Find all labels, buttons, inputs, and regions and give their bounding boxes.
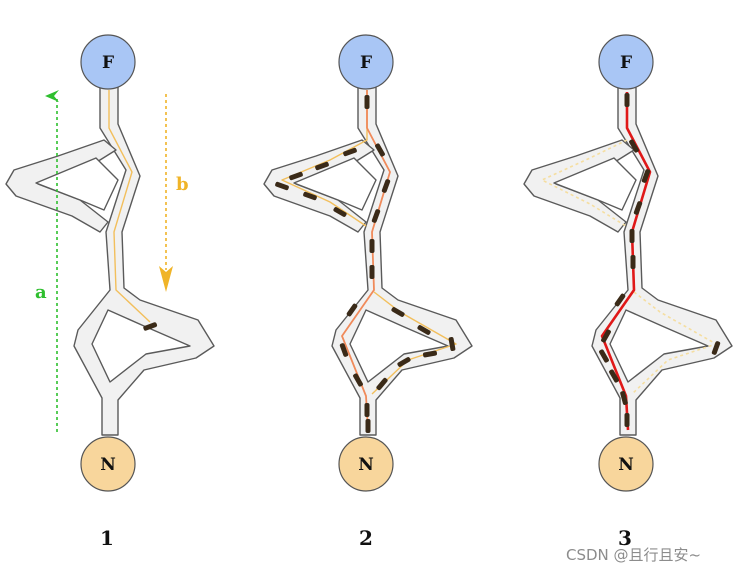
path-band xyxy=(591,85,733,436)
pheromone-trail xyxy=(108,90,151,323)
ant-group xyxy=(143,322,158,331)
arrow-b-label: b xyxy=(176,174,189,195)
ant xyxy=(289,171,303,181)
ant xyxy=(315,161,329,171)
ant xyxy=(376,377,388,391)
ant-group xyxy=(275,95,456,433)
ant xyxy=(275,181,289,191)
ant xyxy=(422,350,438,358)
ant xyxy=(369,265,375,279)
food-label: F xyxy=(360,53,372,73)
pheromone-trail xyxy=(371,291,457,395)
ant xyxy=(614,293,626,307)
ant-group xyxy=(599,93,721,427)
ant xyxy=(343,147,357,157)
ant xyxy=(630,255,636,269)
ant xyxy=(375,143,385,157)
ant xyxy=(397,357,411,367)
upper-hole xyxy=(35,157,119,211)
ant xyxy=(371,209,381,223)
ant xyxy=(629,139,639,153)
path-band xyxy=(331,85,473,436)
panel-label: 2 xyxy=(359,526,373,550)
ant xyxy=(353,373,363,387)
food-node xyxy=(598,34,654,90)
ant xyxy=(711,341,721,355)
food-label: F xyxy=(102,53,114,73)
ant xyxy=(633,201,643,215)
nest-label: N xyxy=(358,455,374,475)
arrow-b-head xyxy=(159,266,173,292)
pheromone-trail xyxy=(281,90,368,227)
ant xyxy=(599,349,609,363)
nest-node xyxy=(338,436,394,492)
ant xyxy=(624,93,630,107)
arrow-a-label: a xyxy=(35,282,47,303)
ant xyxy=(624,413,630,427)
ant xyxy=(369,239,375,253)
ant xyxy=(143,322,158,331)
ant xyxy=(339,343,349,357)
upper-hole xyxy=(293,157,377,211)
lower-hole xyxy=(91,309,191,383)
ant xyxy=(364,95,370,109)
panel-3: F N 3 xyxy=(523,34,733,550)
ant xyxy=(364,403,370,417)
panel-label: 1 xyxy=(100,526,114,550)
path-band xyxy=(73,85,215,436)
ant xyxy=(629,229,635,243)
ant xyxy=(641,169,651,183)
panel-1: a b F N 1 xyxy=(5,34,215,550)
ant xyxy=(448,336,456,352)
lower-hole xyxy=(609,309,709,383)
ant xyxy=(609,369,619,383)
ant xyxy=(620,391,628,405)
ant xyxy=(391,307,405,317)
nest-node xyxy=(80,436,136,492)
ant xyxy=(365,419,371,433)
food-node xyxy=(338,34,394,90)
upper-hole xyxy=(553,157,637,211)
ant xyxy=(417,325,431,335)
watermark: CSDN @且行且安~ xyxy=(566,546,702,564)
pheromone-trail xyxy=(341,90,391,431)
food-node xyxy=(80,34,136,90)
ant xyxy=(333,207,347,217)
ant xyxy=(346,303,358,317)
food-label: F xyxy=(620,53,632,73)
ant xyxy=(381,179,391,193)
panel-label: 3 xyxy=(618,526,632,550)
nest-label: N xyxy=(100,455,116,475)
ant xyxy=(601,329,611,343)
panel-2: F N 2 xyxy=(263,34,473,550)
nest-node xyxy=(598,436,654,492)
nest-label: N xyxy=(618,455,634,475)
ant xyxy=(303,191,317,201)
